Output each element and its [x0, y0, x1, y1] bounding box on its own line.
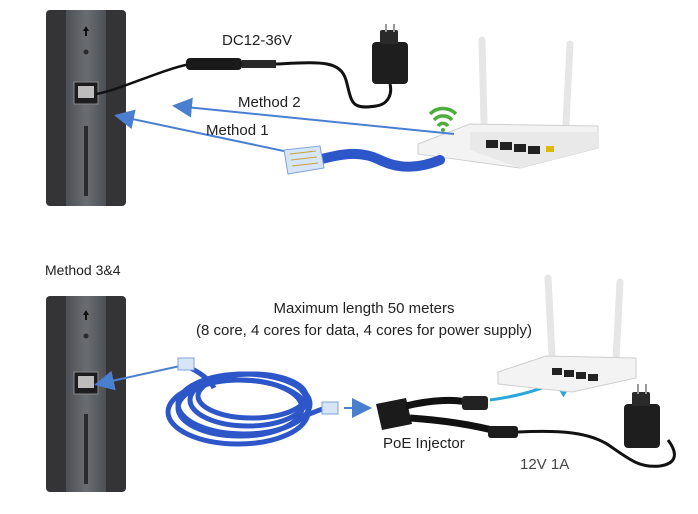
method-1-label: Method 1: [206, 122, 269, 139]
router-top: [417, 36, 599, 169]
router-bottom: [497, 274, 637, 393]
poe-injector: [376, 396, 518, 438]
door-intercom-bottom: [46, 296, 126, 492]
dc-power-cable: [95, 24, 408, 109]
cable-to-device-arrow: [94, 365, 181, 391]
max-length-note: Maximum length 50 meters (8 core, 4 core…: [0, 298, 698, 342]
power-adapter-bottom: [517, 384, 676, 468]
method-1-arrow: [114, 109, 299, 155]
max-length-line-1: Maximum length 50 meters: [273, 300, 455, 317]
method-3-4-label: Method 3&4: [45, 262, 121, 278]
dc-voltage-label: DC12-36V: [222, 32, 293, 49]
power-supply-label: 12V 1A: [520, 456, 570, 473]
method-2-label: Method 2: [238, 94, 301, 111]
coiled-network-cable: [165, 363, 327, 447]
door-intercom-top: [46, 10, 126, 206]
method-2-arrow: [172, 97, 455, 135]
rj45-plug-left: [177, 357, 195, 371]
wifi-icon: [428, 106, 458, 132]
poe-injector-label: PoE Injector: [383, 435, 465, 452]
rj45-plug-right: [321, 401, 339, 415]
max-length-line-2: (8 core, 4 cores for data, 4 cores for p…: [196, 322, 532, 339]
rj45-cable-top: [283, 145, 445, 175]
